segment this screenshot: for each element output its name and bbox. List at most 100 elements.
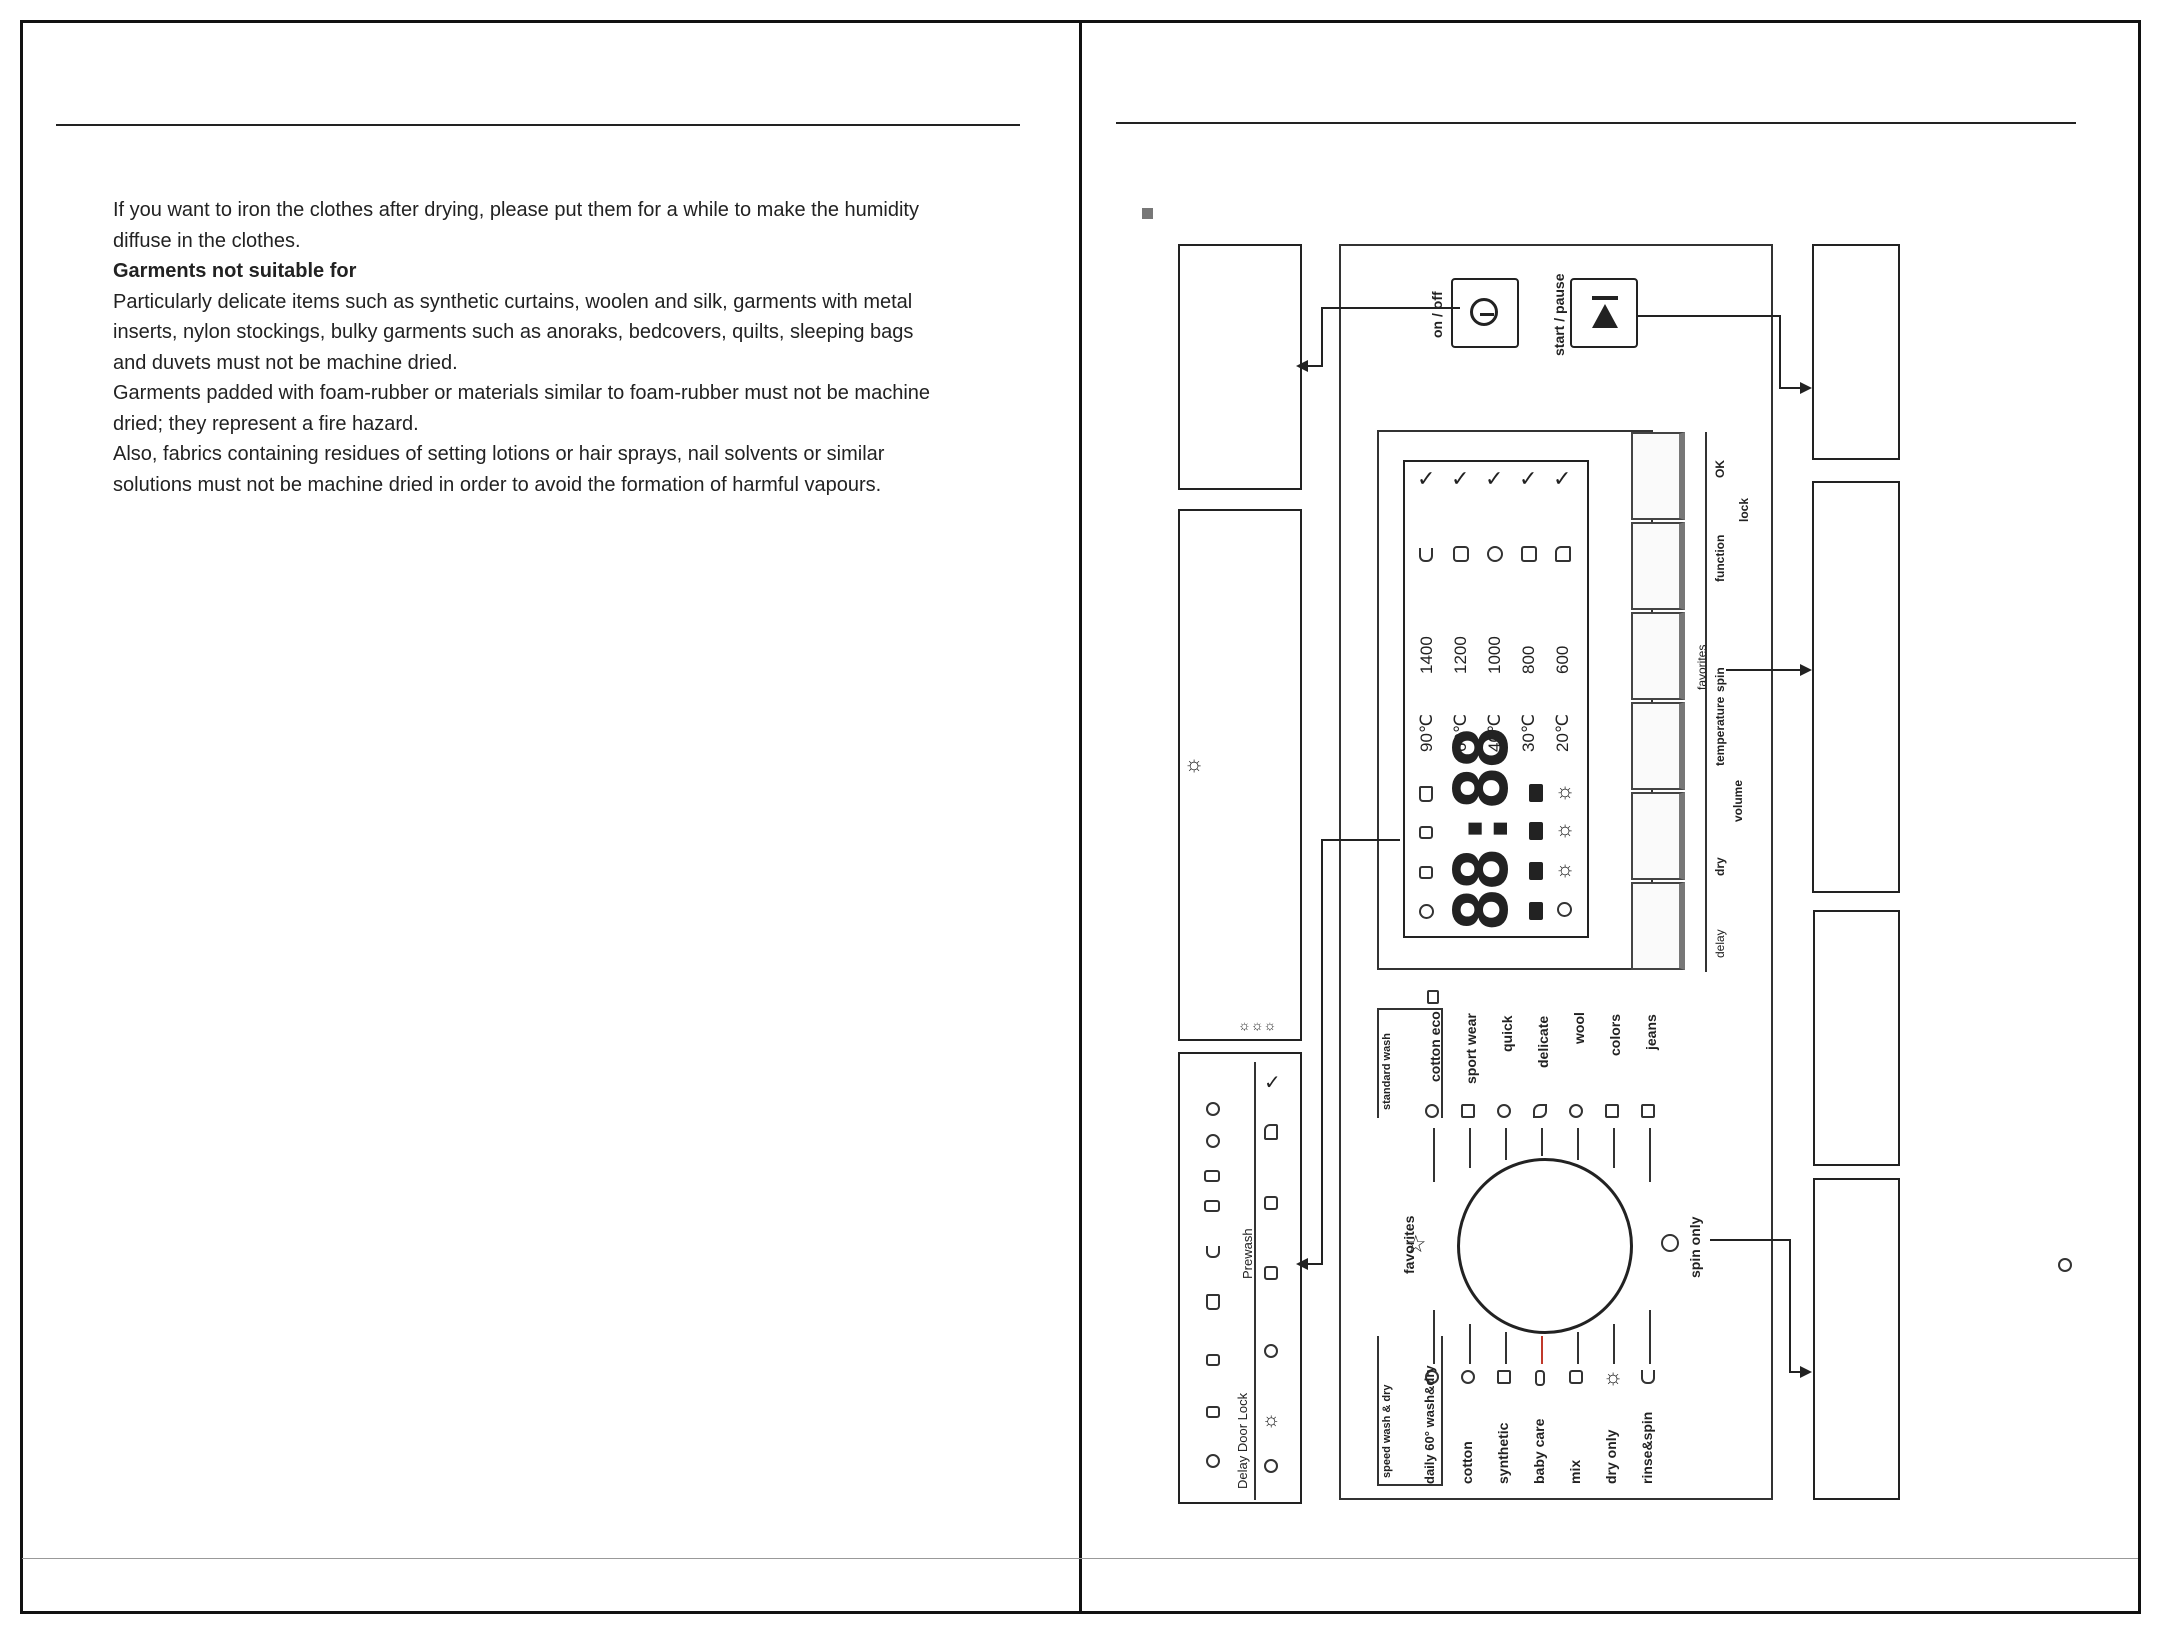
quick-icon bbox=[1497, 1104, 1511, 1118]
section-heading: Garments not suitable for bbox=[113, 260, 357, 282]
check-icon: ✓ bbox=[1553, 466, 1572, 491]
left-header-rule bbox=[56, 124, 1020, 126]
check-icon: ✓ bbox=[1485, 466, 1504, 491]
rinse-hold-icon bbox=[1264, 1266, 1278, 1280]
touch-label-rule bbox=[1705, 432, 1707, 972]
callout-box-legend: Prewash Delay Door Lock ✓ ☼ bbox=[1178, 1052, 1302, 1504]
sport-wear-icon bbox=[1461, 1104, 1475, 1118]
lock-icon bbox=[1419, 826, 1433, 839]
prewash-tub-icon bbox=[1206, 1246, 1220, 1258]
synthetic-icon bbox=[1497, 1370, 1511, 1384]
spin-icon bbox=[1206, 1134, 1220, 1148]
spin-alt-icon bbox=[1206, 1102, 1220, 1116]
spin-only-icon bbox=[1661, 1234, 1679, 1252]
touch-key-spin[interactable] bbox=[1631, 612, 1685, 700]
connector-startpause bbox=[1636, 315, 1806, 389]
volume-icon bbox=[1264, 1459, 1278, 1473]
legend-divider bbox=[1254, 1062, 1256, 1500]
speed-wash-dry-group bbox=[1377, 1336, 1443, 1486]
text-line: If you want to iron the clothes after dr… bbox=[113, 199, 919, 221]
shirt-icon bbox=[1419, 786, 1433, 802]
connector-knob bbox=[1710, 1239, 1806, 1373]
dial-pointer bbox=[1541, 1336, 1543, 1364]
rinse-hold-icon bbox=[1521, 546, 1537, 562]
lcd-display: ✓ ✓ ✓ ✓ ✓ 1400 1200 1000 800 600 90℃ 60℃… bbox=[1403, 460, 1589, 938]
jeans-icon bbox=[1641, 1104, 1655, 1118]
display-bezel: ✓ ✓ ✓ ✓ ✓ 1400 1200 1000 800 600 90℃ 60℃… bbox=[1377, 430, 1653, 970]
play-pause-icon bbox=[1592, 296, 1618, 300]
shirt-icon bbox=[1206, 1294, 1220, 1310]
touch-key-function[interactable] bbox=[1631, 522, 1685, 610]
lock-alt-icon bbox=[1419, 866, 1433, 879]
dry-icon: ☼ bbox=[1262, 1409, 1281, 1431]
star-icon: ☆ bbox=[1405, 1231, 1427, 1258]
baby-care-icon bbox=[1535, 1370, 1545, 1386]
mix-icon bbox=[1569, 1370, 1583, 1384]
text-line: diffuse in the clothes. bbox=[113, 229, 301, 252]
dial-ticks-upper bbox=[1433, 1128, 1435, 1182]
callout-box-knob bbox=[1813, 1178, 1900, 1500]
rinse-icon bbox=[1487, 546, 1503, 562]
volume-icon bbox=[1557, 902, 1572, 917]
wash-icon bbox=[1453, 546, 1469, 562]
colors-icon bbox=[1605, 1104, 1619, 1118]
footer-rule bbox=[22, 1558, 2138, 1559]
cotton-icon bbox=[1425, 1104, 1439, 1118]
dry-only-icon: ☼ bbox=[1603, 1364, 1624, 1389]
program-dial[interactable] bbox=[1457, 1158, 1633, 1334]
prewash-icon bbox=[1419, 548, 1433, 562]
connector-onoff bbox=[1308, 307, 1460, 367]
lock-icon bbox=[1206, 1406, 1220, 1418]
text-line: Particularly delicate items such as synt… bbox=[113, 290, 913, 313]
wool-icon bbox=[1569, 1104, 1583, 1118]
text-line: inserts, nylon stockings, bulky garments… bbox=[113, 321, 914, 343]
check-icon: ✓ bbox=[1519, 466, 1538, 491]
dry-level-box-icon bbox=[1529, 862, 1543, 880]
callout-box-touch bbox=[1812, 481, 1900, 893]
power-button[interactable] bbox=[1451, 278, 1519, 348]
dry-level-box-icon bbox=[1529, 902, 1543, 920]
timer-icon bbox=[1206, 1454, 1220, 1468]
touch-key-delay[interactable] bbox=[1631, 882, 1685, 970]
steam-icon bbox=[2058, 1258, 2072, 1272]
text-line: dried; they represent a fire hazard. bbox=[113, 412, 419, 435]
cotton-icon bbox=[1461, 1370, 1475, 1384]
control-panel: on / off start / pause ✓ ✓ ✓ ✓ ✓ 1400 12… bbox=[1339, 244, 1773, 1500]
sun-icon: ☼ bbox=[1555, 816, 1576, 841]
timer-icon bbox=[1419, 904, 1434, 919]
cotton-eco-icon bbox=[1427, 990, 1439, 1004]
sun-icon: ☼ bbox=[1555, 778, 1576, 803]
check-icon: ✓ bbox=[1264, 1072, 1281, 1094]
right-header-rule bbox=[1116, 122, 2076, 124]
wash-icon bbox=[1204, 1200, 1220, 1212]
check-icon: ✓ bbox=[1451, 466, 1470, 491]
iron-icon bbox=[1555, 546, 1571, 562]
daily-icon bbox=[1425, 1370, 1439, 1384]
rinse-icon bbox=[1204, 1170, 1220, 1182]
text-line: Garments padded with foam-rubber or mate… bbox=[113, 382, 931, 404]
touch-key-dry[interactable] bbox=[1631, 792, 1685, 880]
steam-icon bbox=[1264, 1196, 1278, 1210]
callout-box-mid bbox=[1813, 910, 1900, 1166]
quick-icon bbox=[1264, 1344, 1278, 1358]
dry-level-icons: ☼☼☼ bbox=[1238, 1017, 1277, 1033]
drying-notes: If you want to iron the clothes after dr… bbox=[113, 195, 1013, 500]
bullet-square bbox=[1142, 208, 1153, 219]
connector-display bbox=[1308, 839, 1400, 1265]
dry-level-box-icon bbox=[1529, 784, 1543, 802]
iron-icon bbox=[1264, 1124, 1278, 1140]
dry-level-box-icon bbox=[1529, 822, 1543, 840]
power-icon bbox=[1470, 298, 1498, 326]
start-pause-button[interactable] bbox=[1570, 278, 1638, 348]
sun-icon: ☼ bbox=[1184, 751, 1205, 776]
play-triangle-icon bbox=[1592, 304, 1618, 328]
text-line: solutions must not be machine dried in o… bbox=[113, 473, 882, 496]
callout-box-onoff bbox=[1178, 244, 1302, 490]
text-line: Also, fabrics containing residues of set… bbox=[113, 443, 885, 465]
lock-alt-icon bbox=[1206, 1354, 1220, 1366]
touch-key-temperature[interactable] bbox=[1631, 702, 1685, 790]
delicate-icon bbox=[1533, 1104, 1547, 1118]
standard-wash-group bbox=[1377, 1008, 1443, 1118]
sun-icon: ☼ bbox=[1555, 856, 1576, 881]
touch-key-lock[interactable] bbox=[1631, 432, 1685, 520]
